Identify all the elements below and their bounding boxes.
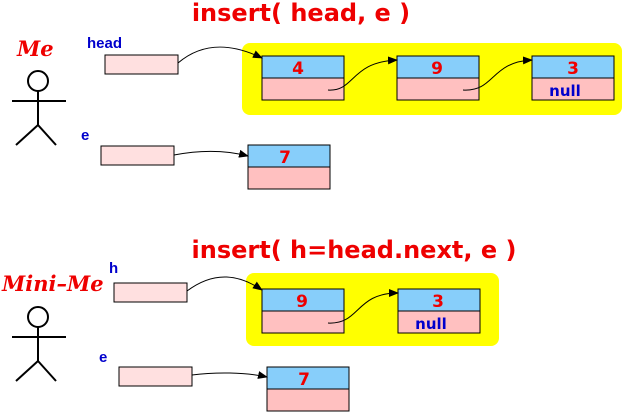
mini-me-head-circle [27, 306, 49, 328]
var-e-label-bottom: e [99, 349, 107, 366]
node-next-cell [247, 166, 331, 190]
me-head-circle [27, 70, 49, 92]
var-head-label: head [87, 35, 122, 52]
var-head-box [104, 54, 179, 75]
node-value: 9 [431, 59, 443, 79]
bottom-node1-next-arrow [327, 289, 399, 324]
top-node-2: 9 [396, 55, 480, 101]
var-e-box-bottom [118, 366, 193, 387]
var-h-label: h [109, 260, 118, 277]
node1-next-arrow [327, 56, 398, 91]
mini-me-right-leg [37, 360, 57, 382]
node2-next-arrow [462, 56, 533, 91]
mini-me-left-leg [15, 360, 39, 382]
node-next-null: null [415, 315, 447, 333]
node-value: 4 [292, 59, 304, 79]
top-scene: insert( head, e ) Me head 4 9 3 null [12, 0, 622, 190]
top-new-node: 7 [247, 144, 331, 190]
node-next-cell [396, 77, 480, 101]
node-next-cell [266, 388, 350, 412]
top-call-title: insert( head, e ) [192, 0, 410, 27]
top-node-1: 4 [261, 55, 345, 101]
node-value: 3 [567, 59, 579, 79]
me-label: Me [16, 36, 54, 61]
me-right-leg [37, 124, 57, 146]
bottom-new-node: 7 [266, 366, 350, 412]
e-pointer-arrow-bottom [191, 371, 268, 379]
me-left-leg [15, 124, 39, 146]
node-value: 7 [279, 148, 291, 168]
node-next-cell [531, 77, 615, 101]
bottom-call-title: insert( h=head.next, e ) [192, 236, 517, 264]
var-h-box [113, 282, 188, 303]
mini-me-stick-figure [12, 306, 66, 382]
bottom-node-1: 9 [261, 288, 345, 334]
node-next-cell [397, 310, 481, 334]
bottom-node-2: 3 null [397, 288, 481, 334]
node-value: 3 [432, 292, 444, 312]
node-value: 7 [298, 370, 310, 390]
node-next-cell [261, 310, 345, 334]
mini-me-label: Mini–Me [1, 271, 104, 296]
e-pointer-arrow [173, 149, 249, 158]
head-pointer-arrow [177, 46, 263, 64]
node-value: 9 [296, 292, 308, 312]
node-next-cell [261, 77, 345, 101]
var-e-box [100, 145, 175, 166]
me-stick-figure [12, 70, 66, 146]
bottom-scene: insert( h=head.next, e ) Mini–Me h 9 3 n… [1, 236, 517, 412]
var-e-label: e [81, 127, 89, 144]
node-next-null: null [549, 82, 581, 100]
top-node-3: 3 null [531, 55, 615, 101]
h-pointer-arrow [186, 276, 263, 292]
